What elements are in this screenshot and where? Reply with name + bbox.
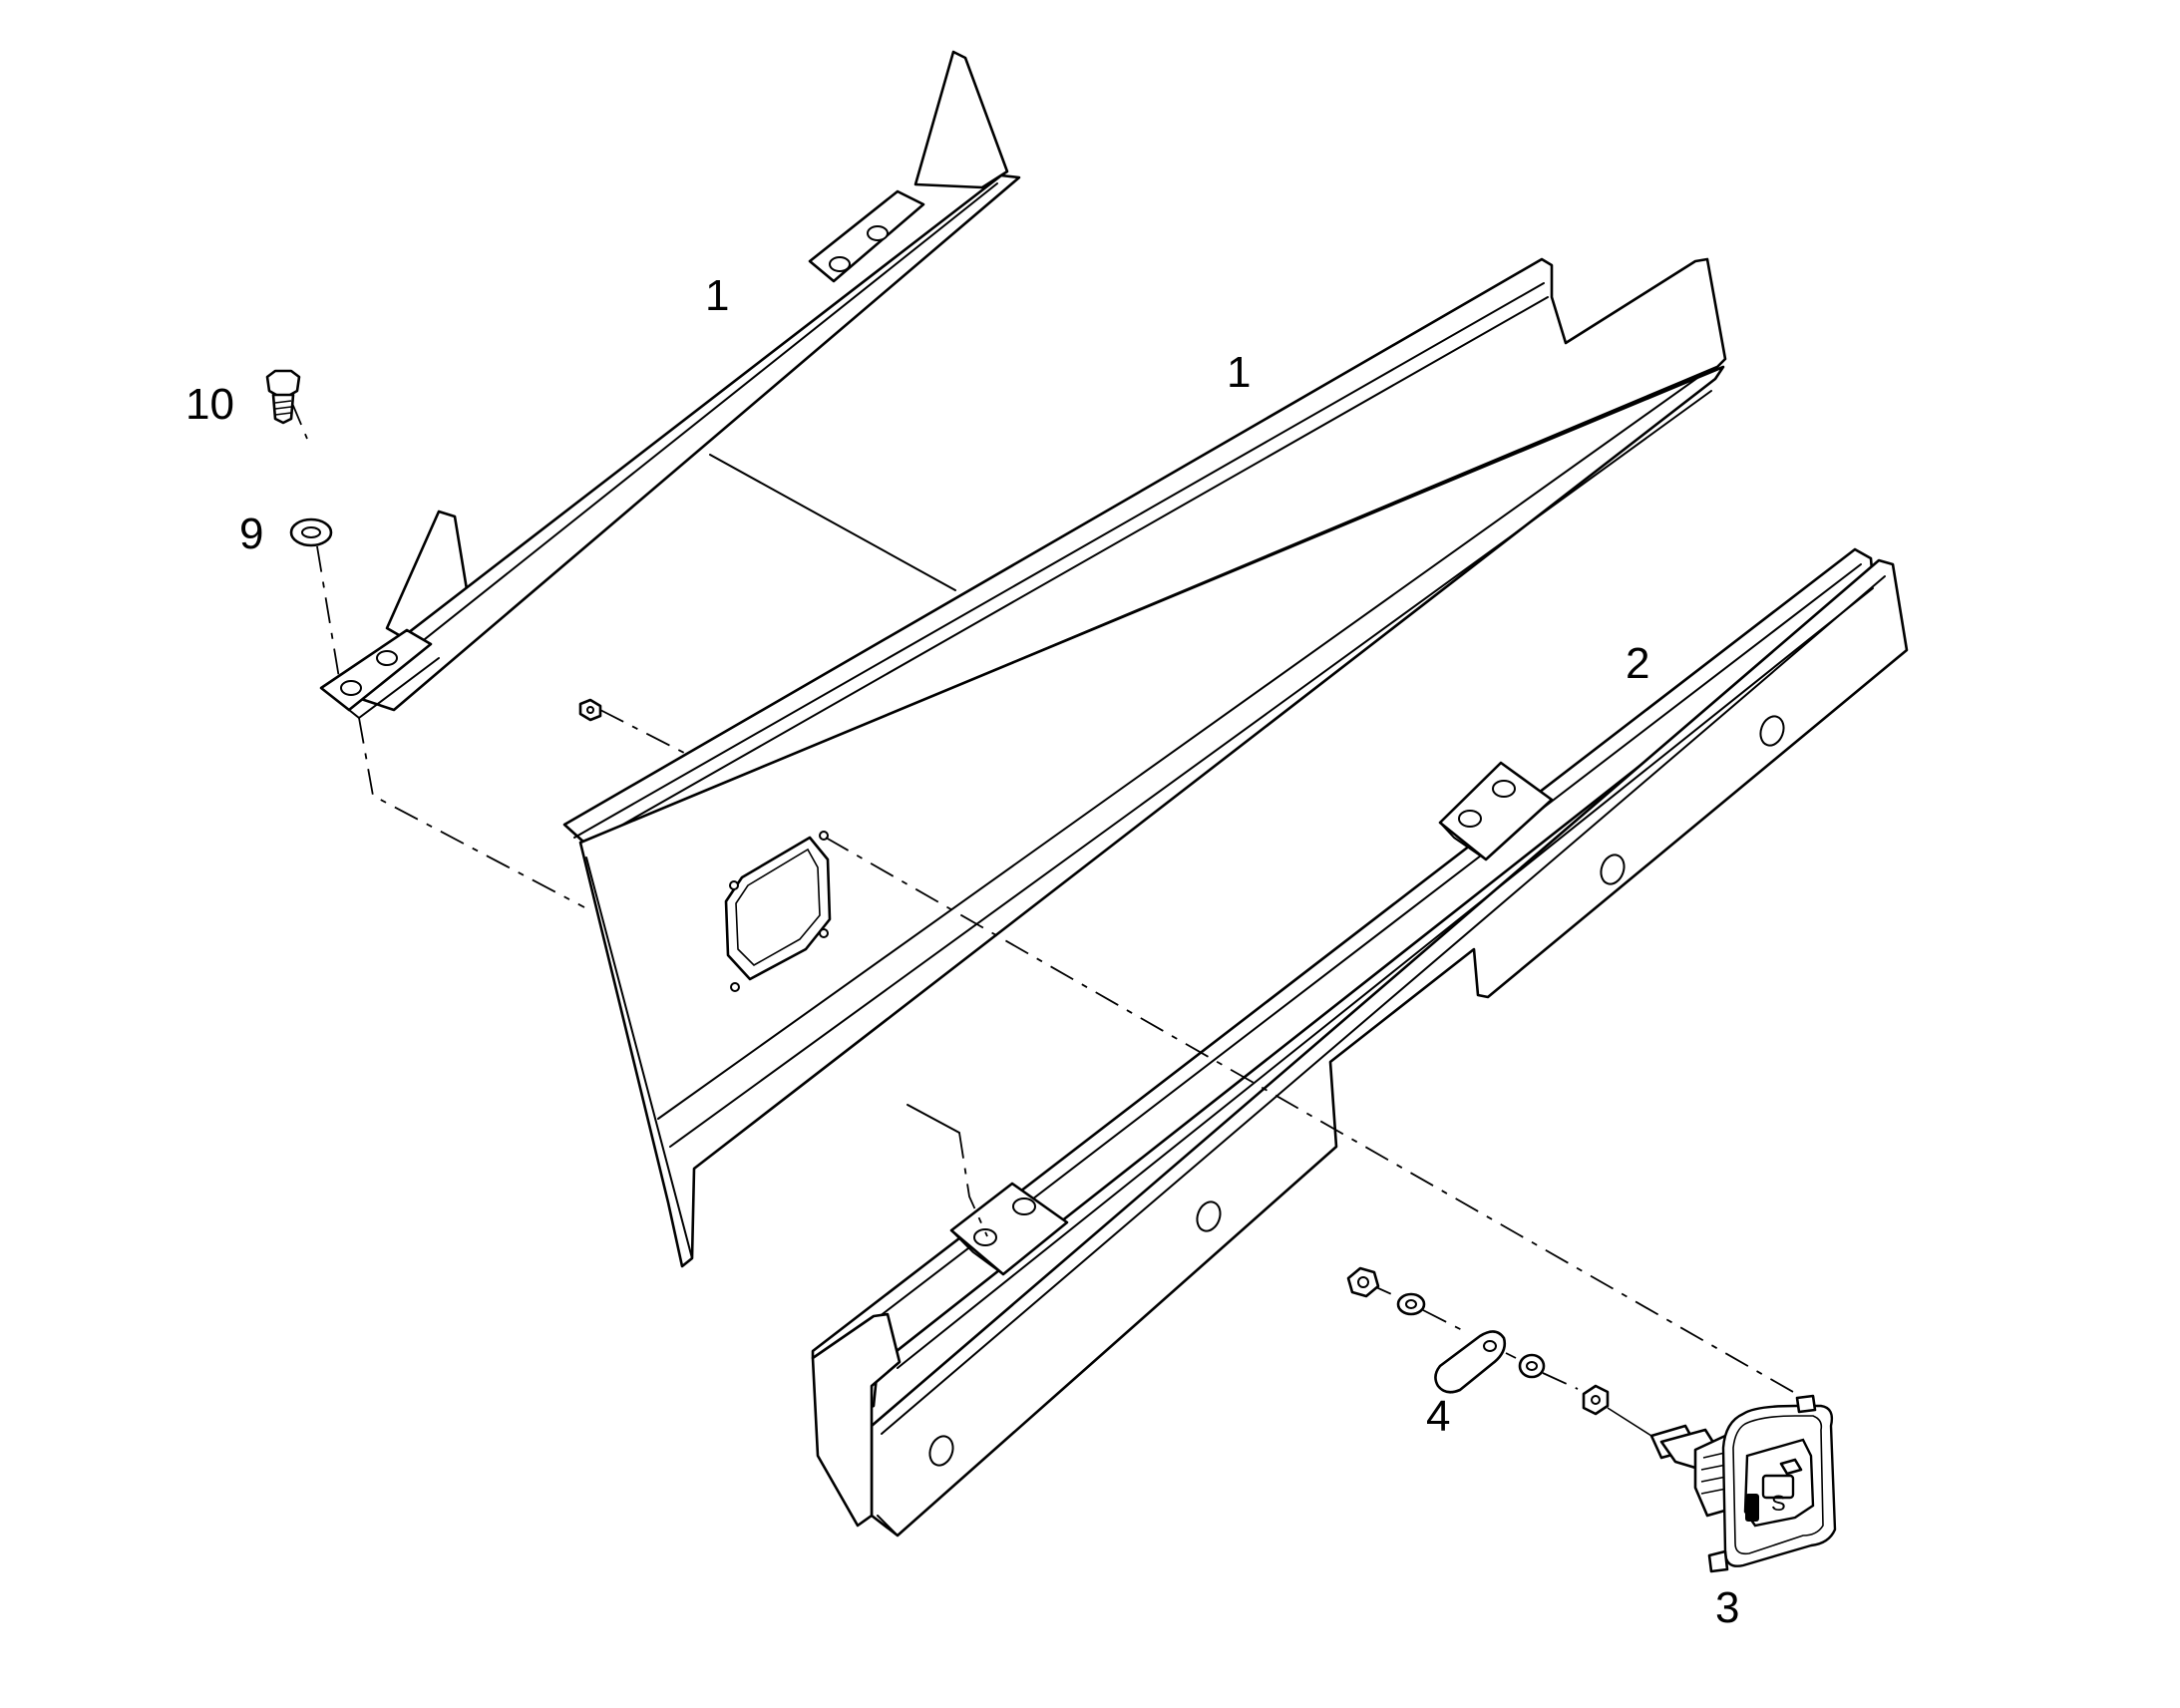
rail-upper-tab [1438, 761, 1554, 861]
callout-9-washer: 9 [239, 510, 263, 558]
hardware-set-4 [1346, 1266, 1610, 1416]
assembly-lines [290, 400, 1808, 1437]
latch-key-letter: S [1771, 1491, 1786, 1516]
bolt-10 [265, 369, 301, 425]
callout-1-bracket: 1 [705, 271, 729, 320]
part-2-channel-rail [811, 547, 1909, 1537]
rail-lower-step [811, 1312, 902, 1528]
small-nut [578, 698, 602, 722]
part-1-tapered-panel [562, 257, 1727, 1268]
callout-3-latch: 3 [1715, 1583, 1739, 1632]
panel-access-plate [724, 836, 832, 981]
panel-main-face [578, 365, 1725, 1268]
callout-1-panel: 1 [1227, 348, 1251, 397]
part-1-upper-bracket [319, 50, 1021, 719]
callout-labels: 1 1 2 3 4 9 10 [185, 271, 1739, 1632]
latch-key-slot [1745, 1494, 1759, 1522]
bracket-long-flange [332, 173, 1021, 712]
callout-4-hardware: 4 [1426, 1392, 1450, 1441]
bracket-upper-end-gusset [913, 50, 1009, 189]
cam-plate [1434, 1330, 1507, 1394]
callout-10-bolt: 10 [185, 380, 234, 429]
rail-lower-tab [949, 1182, 1069, 1276]
washer-9 [289, 517, 333, 547]
callout-2-rail: 2 [1626, 639, 1649, 688]
part-3-flush-latch: S [1649, 1394, 1837, 1573]
